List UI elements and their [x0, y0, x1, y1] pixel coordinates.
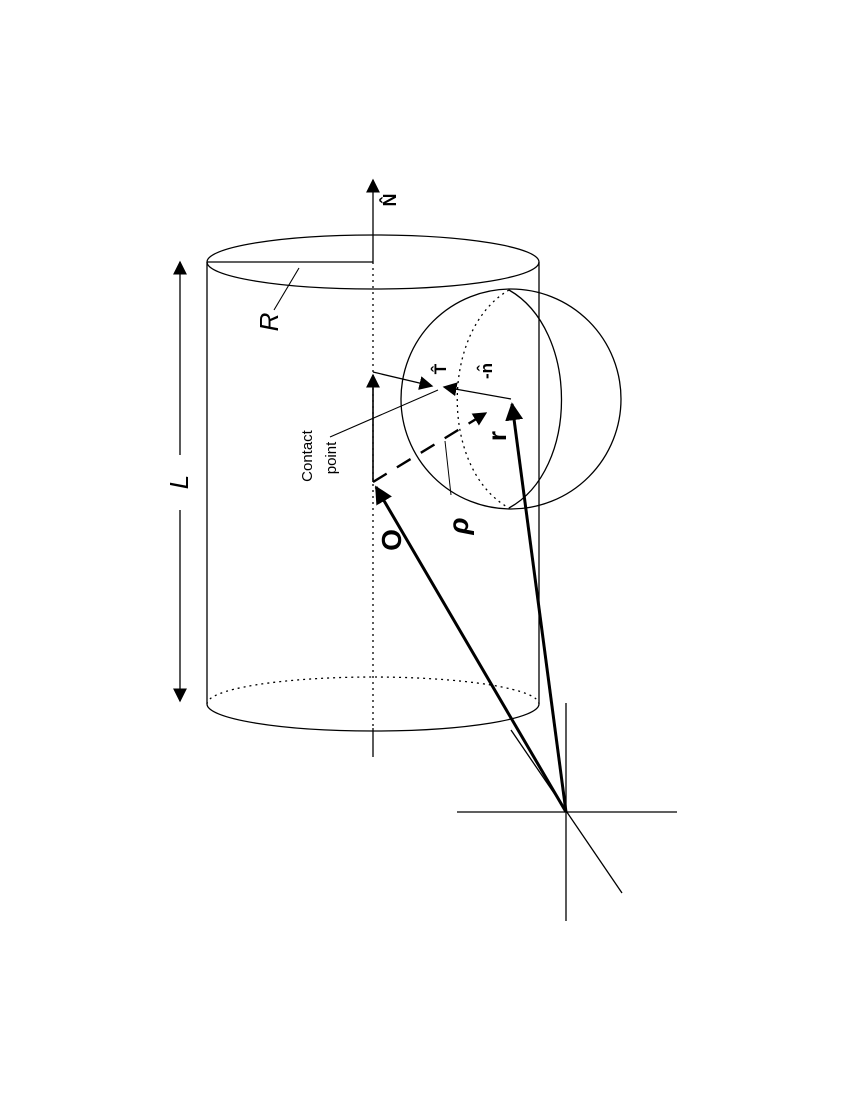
tangent-arrow [372, 371, 434, 390]
contact-label-line1: Contact [299, 429, 316, 482]
position-vector-r [505, 402, 568, 813]
cylinder [206, 234, 540, 757]
rho-label: ρ [443, 517, 474, 535]
neg-normal-label: -n̂ [476, 363, 496, 379]
origin-axes [457, 703, 677, 921]
origin-label: O [376, 529, 407, 551]
length-label: L [164, 475, 194, 489]
origin-vector-O [374, 485, 568, 813]
radius-label: R [254, 313, 284, 332]
sphere-back-arc [456, 289, 510, 509]
sphere [400, 288, 622, 510]
rho-leader [444, 440, 452, 496]
contact-label-line2: point [323, 441, 340, 474]
position-label: r [482, 431, 512, 441]
cylinder-bottom-front-arc [206, 703, 540, 732]
sphere-outline [400, 288, 622, 510]
neg-normal-arrow [442, 382, 512, 400]
contact-point-leader [329, 389, 439, 438]
normal-label: N̂ [379, 194, 400, 207]
tangent-label: T̂ [430, 363, 450, 374]
rho-dashed-line [372, 411, 488, 484]
radius-leader [273, 267, 300, 311]
sphere-front-arc [508, 289, 563, 509]
